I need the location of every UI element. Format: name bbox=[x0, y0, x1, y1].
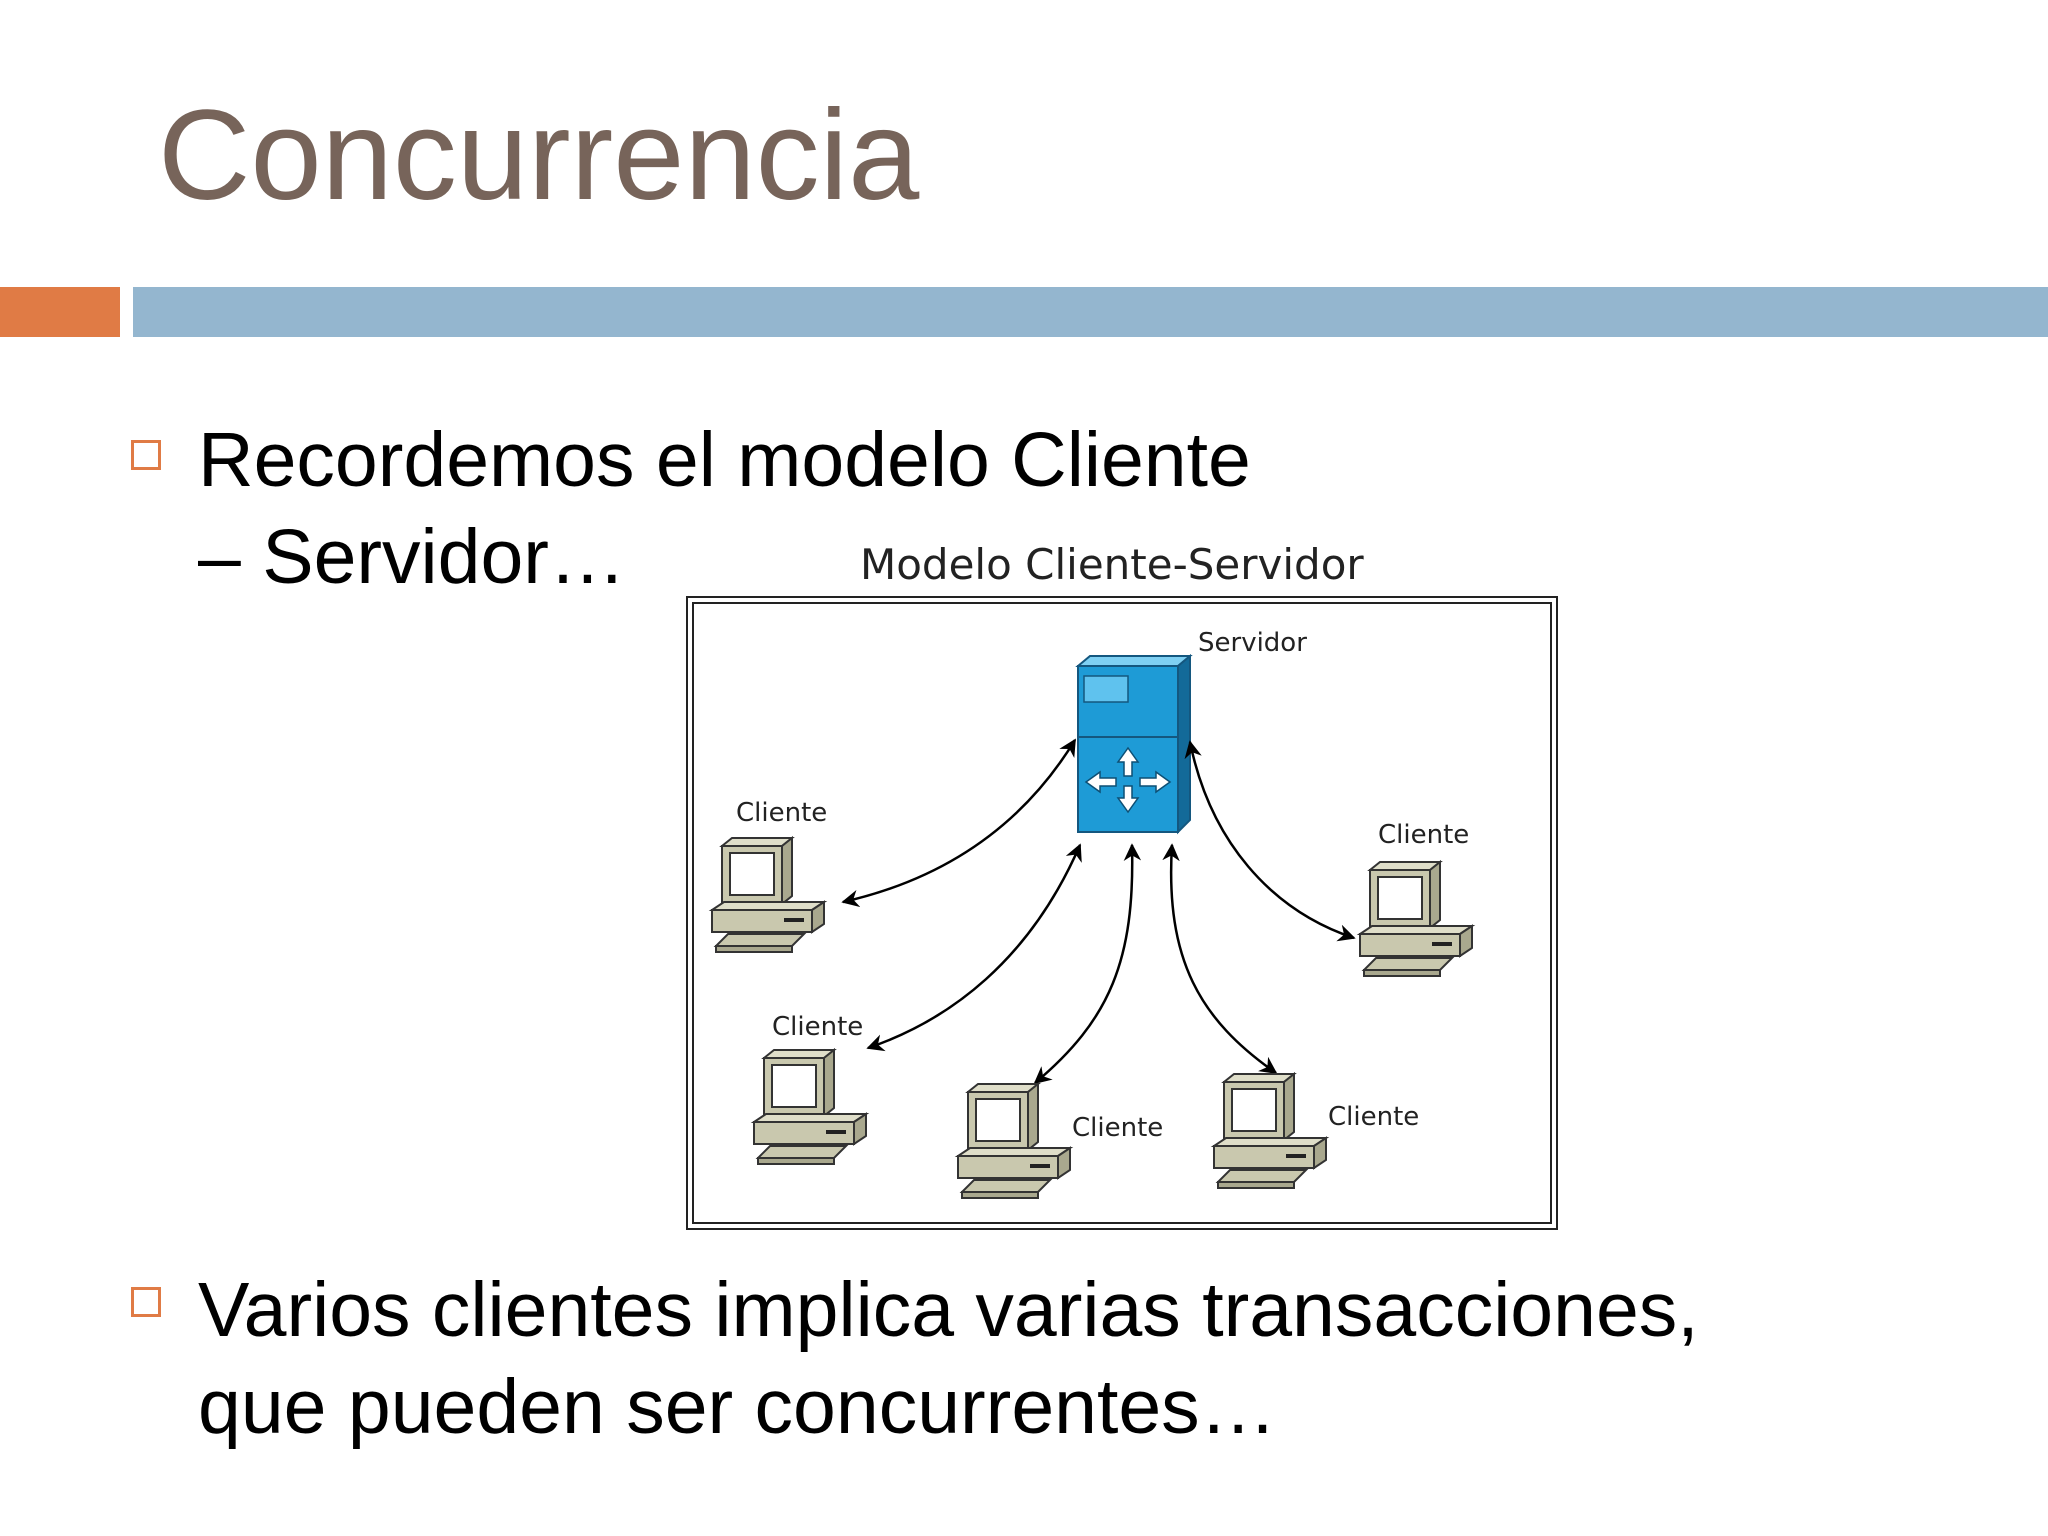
client-computer-icon bbox=[1213, 1073, 1327, 1189]
server-label: Servidor bbox=[1198, 628, 1307, 658]
client-label: Cliente bbox=[1072, 1113, 1164, 1143]
client-label: Cliente bbox=[1378, 820, 1470, 850]
client-label: Cliente bbox=[1328, 1102, 1420, 1132]
client-computer-icon bbox=[753, 1049, 867, 1165]
bullet-square-icon bbox=[131, 1287, 161, 1317]
link-arrow-client-3 bbox=[1033, 843, 1142, 1085]
client-label: Cliente bbox=[736, 798, 828, 828]
bullet-square-icon bbox=[131, 440, 161, 470]
client-label: Cliente bbox=[772, 1012, 864, 1042]
client-computer-icon bbox=[711, 837, 825, 953]
title-accent-bar-blue bbox=[133, 287, 2048, 337]
bullet-2-line-2: que pueden ser concurrentes… bbox=[198, 1364, 1277, 1450]
slide-title: Concurrencia bbox=[158, 84, 920, 227]
link-arrow-client-4 bbox=[1162, 843, 1278, 1075]
diagram-frame-inner bbox=[692, 602, 1552, 1224]
client-computer-icon bbox=[1359, 861, 1473, 977]
client-computer-icon bbox=[957, 1083, 1071, 1199]
server-icon bbox=[1075, 653, 1193, 835]
link-arrow-client-1 bbox=[841, 738, 1077, 908]
link-arrow-client-2 bbox=[866, 843, 1082, 1052]
diagram-title: Modelo Cliente-Servidor bbox=[860, 540, 1364, 589]
bullet-2-line-1: Varios clientes implica varias transacci… bbox=[198, 1267, 1699, 1353]
bullet-1-line-2: – Servidor… bbox=[198, 514, 626, 600]
link-arrow-client-5 bbox=[1184, 740, 1356, 942]
title-accent-bar-orange bbox=[0, 287, 120, 337]
bullet-1-line-1: Recordemos el modelo Cliente bbox=[198, 417, 1251, 503]
